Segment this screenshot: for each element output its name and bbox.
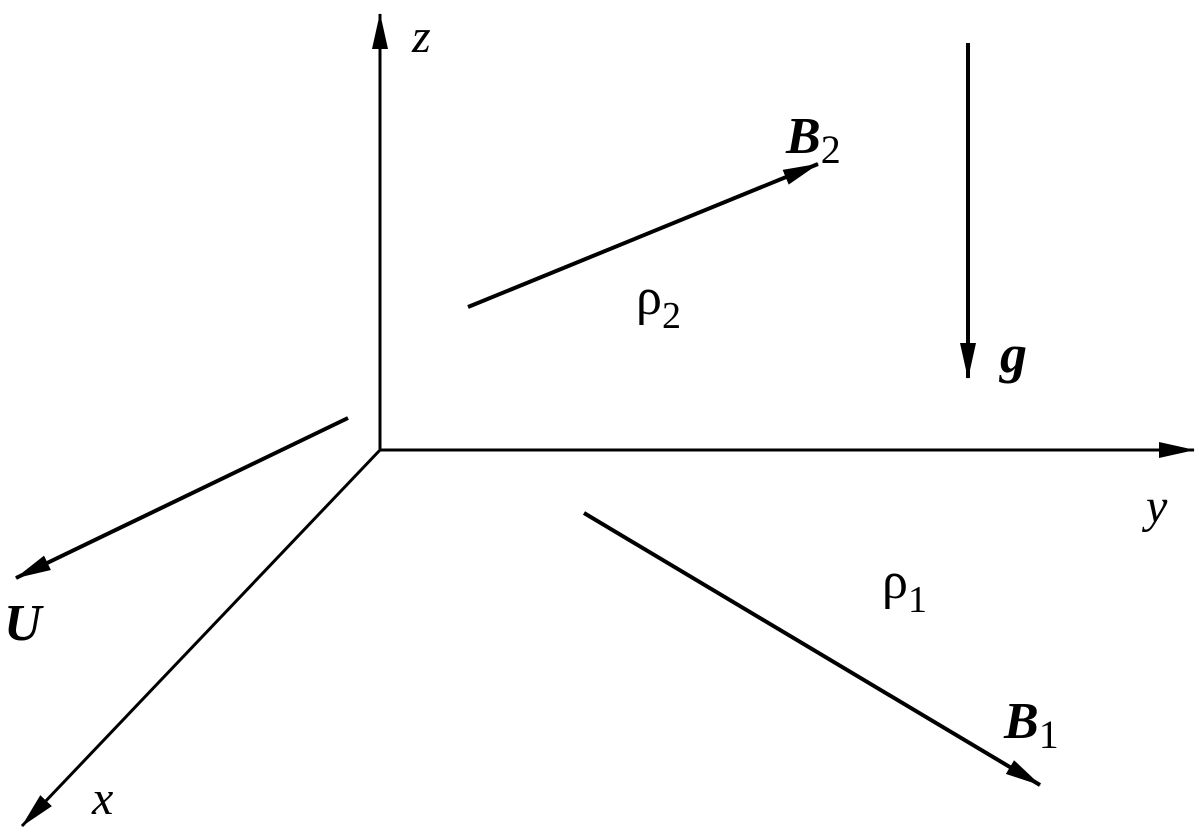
density-rho2-symbol: ρ bbox=[636, 269, 662, 326]
z-axis-label: z bbox=[411, 10, 431, 63]
vector-b2-arrow bbox=[467, 162, 819, 309]
vector-b1-arrow bbox=[582, 511, 1042, 787]
density-rho2-label: ρ2 bbox=[636, 269, 681, 337]
density-rho2-subscript: 2 bbox=[662, 295, 681, 337]
vector-b1-label: B1 bbox=[1003, 693, 1059, 757]
x-axis-label: x bbox=[91, 772, 113, 825]
density-rho1-subscript: 1 bbox=[908, 579, 927, 621]
vector-b2-symbol: B bbox=[785, 108, 821, 165]
vector-b1-subscript: 1 bbox=[1039, 712, 1059, 757]
vector-b2-subscript: 2 bbox=[821, 127, 841, 172]
y-axis-label: y bbox=[1141, 480, 1168, 533]
vector-u-arrow bbox=[15, 416, 349, 580]
gravity-label: g bbox=[999, 324, 1027, 384]
density-rho1-symbol: ρ bbox=[882, 553, 908, 610]
vector-b1-symbol: B bbox=[1003, 693, 1039, 750]
vector-b2-label: B2 bbox=[785, 108, 841, 172]
density-rho1-label: ρ1 bbox=[882, 553, 927, 621]
x-axis bbox=[20, 448, 382, 828]
vector-u-label: U bbox=[4, 595, 44, 652]
